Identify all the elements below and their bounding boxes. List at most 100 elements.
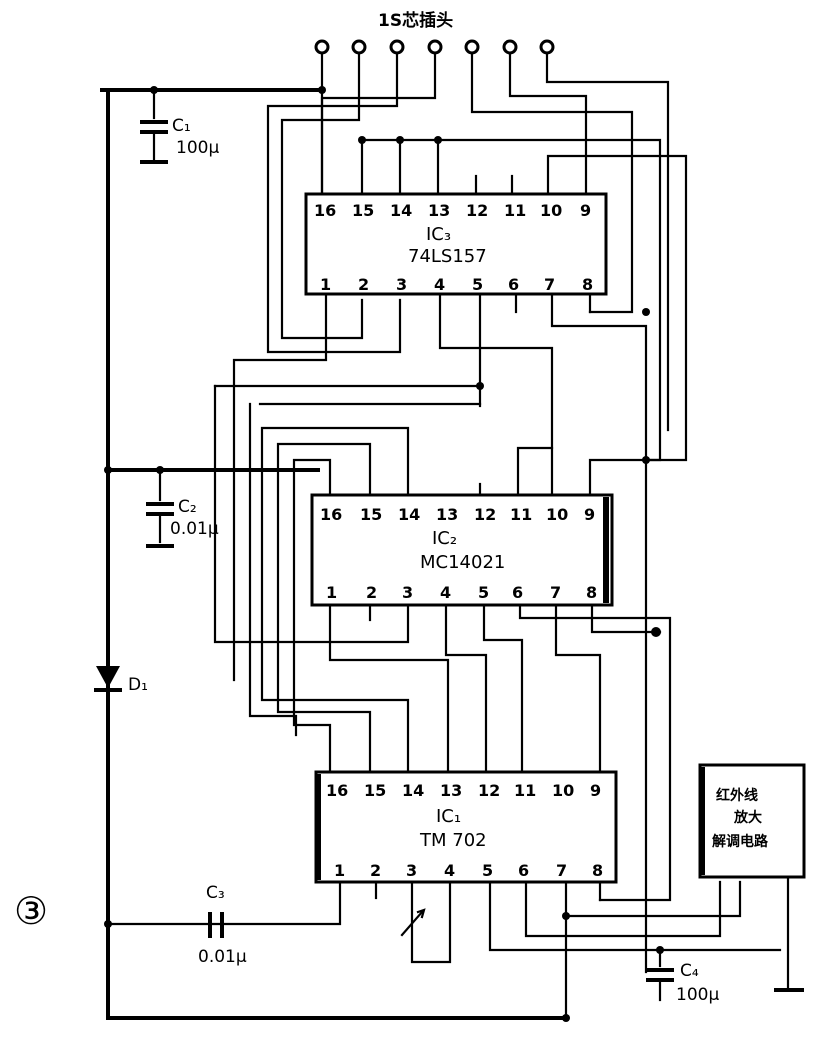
- ic3-body: [304, 192, 608, 296]
- ic1-body: [314, 770, 618, 884]
- svg-text:16: 16: [326, 781, 348, 800]
- ic2-bottom-pins: 1 2 3 4 5 6 7 8: [326, 583, 597, 602]
- svg-text:6: 6: [508, 275, 519, 294]
- svg-text:14: 14: [398, 505, 420, 524]
- svg-text:1: 1: [320, 275, 331, 294]
- diode-d1: [94, 666, 122, 692]
- svg-text:8: 8: [586, 583, 597, 602]
- svg-text:13: 13: [428, 201, 450, 220]
- ic3-ref: IC₃: [426, 224, 451, 245]
- ic3-part: 74LS157: [408, 246, 487, 267]
- svg-text:13: 13: [436, 505, 458, 524]
- ic2-top-wiring: [260, 426, 554, 774]
- svg-text:15: 15: [364, 781, 386, 800]
- terminal-6: [502, 39, 518, 55]
- ic2-ref: IC₂: [432, 528, 457, 549]
- svg-text:6: 6: [518, 861, 529, 880]
- svg-text:14: 14: [390, 201, 412, 220]
- svg-text:9: 9: [590, 781, 601, 800]
- ic2-body: [310, 493, 614, 607]
- ir-module-line1: 红外线: [716, 787, 758, 804]
- svg-text:11: 11: [510, 505, 532, 524]
- c1-value: 100μ: [176, 138, 219, 158]
- junction-dots: [104, 86, 664, 1022]
- svg-text:9: 9: [584, 505, 595, 524]
- svg-text:5: 5: [472, 275, 483, 294]
- c4-ref: C₄: [680, 961, 699, 981]
- terminal-4: [427, 39, 443, 55]
- ic1-ref: IC₁: [436, 806, 461, 827]
- terminal-1: [314, 39, 330, 55]
- ir-module-body: [698, 763, 806, 879]
- svg-text:5: 5: [478, 583, 489, 602]
- svg-text:14: 14: [402, 781, 424, 800]
- svg-text:16: 16: [320, 505, 342, 524]
- svg-text:7: 7: [544, 275, 555, 294]
- header-wires: [266, 51, 670, 432]
- ic3-bottom-pins: 1 2 3 4 5 6 7 8: [320, 275, 593, 294]
- svg-text:10: 10: [552, 781, 574, 800]
- c3-value: 0.01μ: [198, 947, 247, 967]
- svg-text:11: 11: [504, 201, 526, 220]
- svg-text:1: 1: [326, 583, 337, 602]
- ic2-top-pins: 16 15 14 13 12 11 10 9: [320, 505, 595, 524]
- svg-text:3: 3: [406, 861, 417, 880]
- ic1-part: TM 702: [419, 830, 487, 851]
- svg-text:1: 1: [334, 861, 345, 880]
- svg-text:15: 15: [360, 505, 382, 524]
- power-rails: [100, 88, 688, 1020]
- terminal-3: [389, 39, 405, 55]
- capacitor-c4: [646, 948, 674, 1002]
- svg-text:5: 5: [482, 861, 493, 880]
- svg-text:11: 11: [514, 781, 536, 800]
- svg-text:3: 3: [396, 275, 407, 294]
- svg-text:15: 15: [352, 201, 374, 220]
- svg-text:12: 12: [466, 201, 488, 220]
- svg-text:10: 10: [546, 505, 568, 524]
- svg-text:4: 4: [444, 861, 455, 880]
- svg-text:7: 7: [556, 861, 567, 880]
- ir-module-line3: 解调电路: [712, 833, 769, 850]
- svg-text:8: 8: [592, 861, 603, 880]
- terminal-5: [464, 39, 480, 55]
- header-terminals: [314, 39, 555, 55]
- svg-text:12: 12: [478, 781, 500, 800]
- svg-text:2: 2: [370, 861, 381, 880]
- svg-text:13: 13: [440, 781, 462, 800]
- svg-text:2: 2: [358, 275, 369, 294]
- svg-text:16: 16: [314, 201, 336, 220]
- ic1-bottom-wiring: [106, 880, 782, 1020]
- c2-ref: C₂: [178, 497, 197, 517]
- capacitor-c3: [208, 912, 224, 938]
- ic3-wiring: [213, 292, 648, 974]
- terminal-2: [351, 39, 367, 55]
- ic1-top-pins: 16 15 14 13 12 11 10 9: [326, 781, 601, 800]
- ground-symbol: [774, 875, 804, 992]
- svg-text:2: 2: [366, 583, 377, 602]
- c3-ref: C₃: [206, 883, 225, 903]
- svg-text:12: 12: [474, 505, 496, 524]
- terminal-7: [539, 39, 555, 55]
- c4-value: 100μ: [676, 985, 719, 1005]
- variable-element: [400, 908, 426, 937]
- c1-ref: C₁: [172, 116, 191, 136]
- svg-text:4: 4: [440, 583, 451, 602]
- c2-value: 0.01μ: [170, 519, 219, 539]
- ic2-part: MC14021: [420, 552, 505, 573]
- figure-number: ③: [14, 889, 48, 933]
- ic2-bottom-wiring: [328, 603, 672, 902]
- ic1-bottom-pins: 1 2 3 4 5 6 7 8: [334, 861, 603, 880]
- d1-ref: D₁: [128, 675, 148, 695]
- svg-text:10: 10: [540, 201, 562, 220]
- ic3-top-pins: 16 15 14 13 12 11 10 9: [314, 201, 591, 220]
- svg-text:3: 3: [402, 583, 413, 602]
- svg-text:7: 7: [550, 583, 561, 602]
- svg-text:6: 6: [512, 583, 523, 602]
- capacitor-c1: [140, 88, 168, 164]
- svg-text:9: 9: [580, 201, 591, 220]
- svg-text:4: 4: [434, 275, 445, 294]
- header-label: 1S芯插头: [378, 10, 453, 31]
- capacitor-c2: [146, 468, 174, 548]
